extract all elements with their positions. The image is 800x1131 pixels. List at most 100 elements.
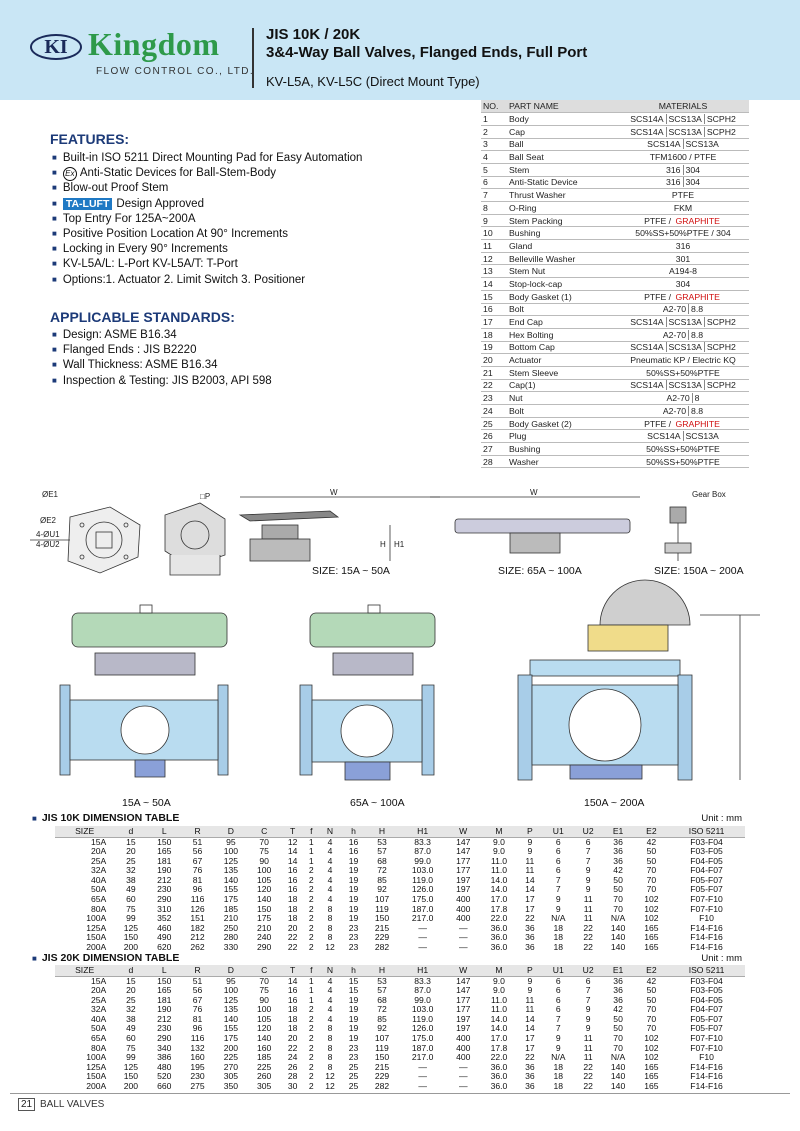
- dim-cell: 14: [525, 884, 535, 895]
- dim-cell: F10: [699, 913, 714, 924]
- dim-cell: 38: [126, 874, 136, 885]
- dim-cell: 352: [157, 913, 172, 924]
- dim-cell: 212: [190, 932, 205, 943]
- dim-col-header: f: [304, 965, 319, 977]
- dim-cell: 125: [123, 1061, 139, 1072]
- dim-cell: 240: [257, 932, 272, 943]
- dim-cell: 197: [456, 1023, 471, 1034]
- dim-cell: —: [458, 932, 468, 943]
- dim-cell: 19: [348, 1033, 359, 1044]
- dim-col-header: P: [518, 826, 542, 838]
- dim-cell: 16: [287, 865, 298, 876]
- dim-cell: 14: [525, 874, 535, 885]
- section-label-small: 15A ~ 50A: [122, 797, 171, 809]
- dim-cell: 30: [287, 1081, 298, 1092]
- material-value: PTFE: [671, 190, 695, 201]
- standards-list: Design: ASME B16.34 Flanged Ends : JIS B…: [52, 328, 272, 389]
- part-no: 25: [481, 417, 507, 431]
- dim-cell: F14-F16: [690, 1081, 723, 1092]
- dim-cell: 17: [525, 1042, 535, 1053]
- dim-cell: 229: [374, 1071, 390, 1082]
- part-materials: PTFE / GRAPHITE: [617, 290, 749, 304]
- dim-col-header: D: [214, 965, 248, 977]
- dim-cell: 50: [646, 994, 657, 1005]
- page-subtitle: KV-L5A, KV-L5C (Direct Mount Type): [266, 74, 480, 89]
- part-name: Stem: [507, 163, 617, 177]
- dim-cell: 107: [374, 1033, 390, 1044]
- dim-cell: 200: [223, 1042, 239, 1053]
- dim-cell: 2: [308, 1013, 314, 1024]
- dim-col-header: H: [365, 826, 399, 838]
- dim-cell: 50: [646, 855, 657, 866]
- dim-cell: 24: [287, 1052, 298, 1063]
- col-header-materials: MATERIALS: [617, 100, 749, 114]
- dim-cell: 75: [126, 1042, 136, 1053]
- dim-col-header: R: [180, 965, 215, 977]
- part-materials: A194-8: [617, 264, 749, 279]
- dim-cell: —: [458, 1061, 468, 1072]
- dim-cell: 11: [583, 903, 593, 914]
- material-value: SCPH2: [703, 126, 738, 137]
- header-band: KI Kingdom FLOW CONTROL CO., LTD. JIS 10…: [0, 0, 800, 100]
- dim-cell: 50A: [90, 1023, 107, 1034]
- part-no: 21: [481, 366, 507, 380]
- part-no: 7: [481, 188, 507, 202]
- dim-cell: 9: [555, 1042, 561, 1053]
- dim-cell: 92: [377, 884, 387, 895]
- dim-cell: 15: [126, 836, 136, 847]
- dim-cell: 18: [553, 922, 564, 933]
- dim-cell: 23: [348, 932, 359, 943]
- dim-cell: 12: [325, 1071, 335, 1082]
- dim-cell: 6: [585, 836, 591, 847]
- dim-col-header: L: [147, 826, 181, 838]
- dim-cell: 36: [613, 846, 623, 857]
- part-no: 19: [481, 341, 507, 355]
- dim-cell: 9.0: [493, 836, 505, 847]
- dim-cell: 36: [525, 1081, 535, 1092]
- dim-cell: N/A: [610, 913, 626, 924]
- dim-cell: 11.0: [490, 855, 508, 866]
- dim-cell: 49: [126, 1023, 136, 1034]
- dim-cell: 42: [646, 975, 657, 986]
- dim-cell: 400: [456, 913, 471, 924]
- label-u2: 4-ØU2: [36, 540, 60, 549]
- section-view-small: [59, 604, 229, 778]
- dim-cell: 70: [646, 1004, 657, 1015]
- dim-cell: —: [418, 942, 427, 953]
- dim-cell: 400: [456, 1033, 471, 1044]
- dim-col-header: U2: [574, 826, 602, 838]
- dim-cell: 7: [585, 846, 591, 857]
- dim-cell: 18: [553, 932, 564, 943]
- material-value: 50%SS+50%PTFE: [646, 443, 720, 454]
- dim-cell: 2: [308, 942, 314, 953]
- part-no: 12: [481, 252, 507, 266]
- dim-cell: 1: [308, 855, 314, 866]
- dim-cell: 150: [374, 1052, 390, 1063]
- label-p: □P: [200, 492, 210, 501]
- dim-cell: 2: [308, 1033, 314, 1044]
- dim-cell: 126.0: [411, 1023, 434, 1034]
- dim-cell: 1: [308, 985, 314, 996]
- material-value: A2-70: [662, 405, 687, 416]
- dim-cell: 2: [308, 903, 314, 914]
- dim-cell: 22: [583, 922, 593, 933]
- part-no: 11: [481, 239, 507, 253]
- dim-cell: 290: [257, 942, 272, 953]
- dim-cell: 9: [585, 874, 591, 885]
- dim-cell: 147: [456, 836, 471, 847]
- dim-cell: 22.0: [490, 913, 508, 924]
- dim-cell: 36.0: [490, 1071, 508, 1082]
